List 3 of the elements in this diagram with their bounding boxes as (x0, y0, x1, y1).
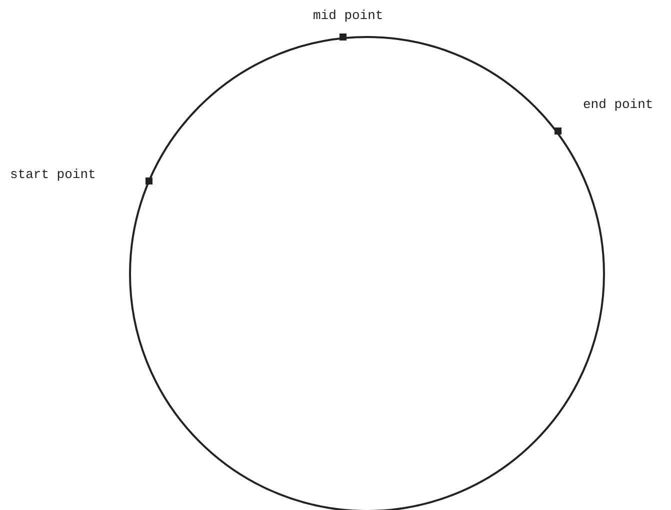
point-label: start point (10, 167, 96, 182)
point-label: end point (583, 97, 654, 112)
point-label: mid point (313, 8, 384, 23)
